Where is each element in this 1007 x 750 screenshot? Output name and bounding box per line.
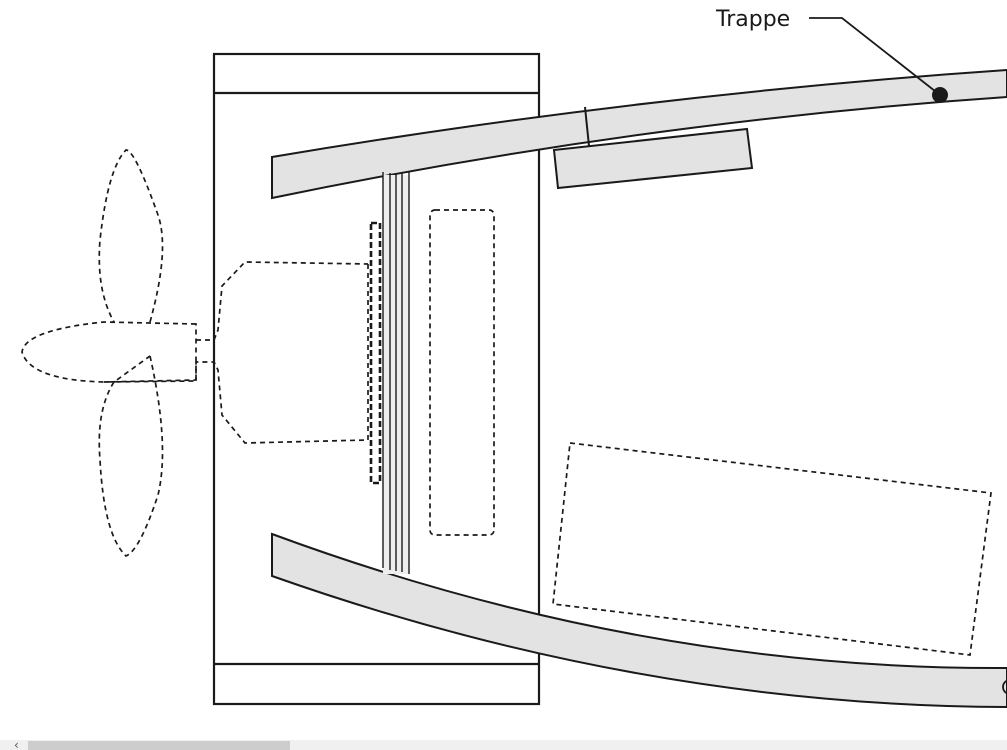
horizontal-scrollbar[interactable]: ‹	[0, 740, 1007, 750]
motor-mount-plate	[369, 221, 382, 485]
propeller-hub	[21, 321, 197, 383]
upper-hull-rail	[271, 68, 1007, 200]
chevron-left-icon[interactable]: ‹	[14, 740, 19, 750]
hatch-plate	[552, 127, 754, 190]
trappe-marker-dot	[932, 87, 948, 103]
storage-box-outline	[552, 442, 992, 656]
trappe-callout: Trappe	[715, 7, 948, 103]
trappe-leader-line	[809, 17, 941, 96]
scrollbar-thumb[interactable]	[28, 741, 290, 750]
trappe-label: Trappe	[715, 7, 790, 32]
lower-hull-rail	[271, 532, 1007, 709]
transom-board	[382, 172, 410, 574]
propeller-blades	[98, 149, 164, 558]
transom-frame	[212, 52, 541, 706]
outboard-motor-outline	[103, 261, 369, 444]
fuel-tank-outline	[429, 209, 495, 536]
